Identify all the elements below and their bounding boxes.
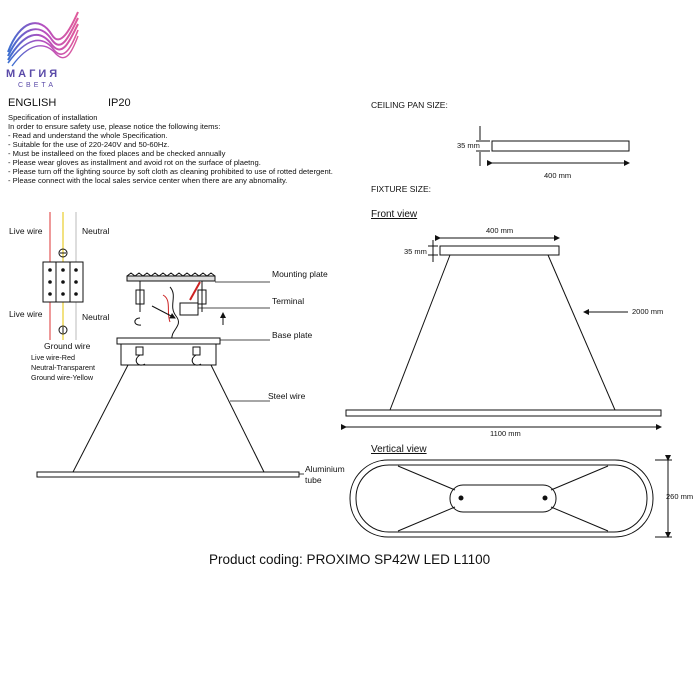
- language-label: ENGLISH: [8, 97, 57, 109]
- steel-wire-label: Steel wire: [268, 391, 306, 401]
- product-coding: Product coding: PROXIMO SP42W LED L1100: [209, 552, 491, 567]
- wire-legend-neutral: Neutral-Transparent: [31, 363, 96, 372]
- front-view-drawing: [341, 235, 662, 430]
- ceiling-pan-width: 400 mm: [544, 171, 572, 180]
- spec-item: - Read and understand the whole Specific…: [8, 131, 168, 140]
- aluminium-tube-line1: Aluminium: [305, 464, 345, 474]
- spec-item: - Must be installeed on the fixed places…: [8, 149, 226, 158]
- fixture-size-title: FIXTURE SIZE:: [371, 184, 431, 194]
- spec-item: - Please turn off the lighting source by…: [8, 167, 333, 176]
- vertical-view-title: Vertical view: [371, 444, 427, 455]
- ceiling-pan-drawing: [476, 126, 630, 166]
- mounting-plate-label: Mounting plate: [272, 269, 328, 279]
- terminal-label: Terminal: [272, 296, 305, 306]
- front-pan-height: 35 mm: [404, 247, 427, 256]
- aluminium-tube-label: Aluminium tube: [305, 464, 345, 486]
- brand-tagline: СВЕТА: [18, 82, 57, 89]
- spec-intro: In order to ensure safety use, please no…: [8, 122, 221, 131]
- wire-legend: Live wire-Red Neutral-Transparent Ground…: [31, 353, 95, 383]
- aluminium-tube-line2: tube: [305, 475, 322, 485]
- vertical-view-drawing: [349, 455, 672, 538]
- fixture-length: 1100 mm: [490, 429, 521, 438]
- cable-length: 2000 mm: [632, 307, 664, 316]
- wire-legend-ground: Ground wire-Yellow: [31, 373, 94, 382]
- spec-item: - Please wear gloves as installment and …: [8, 158, 261, 167]
- wire-legend-live: Live wire-Red: [31, 353, 75, 362]
- brand-logo: [7, 11, 79, 67]
- label-leaders: [198, 281, 304, 475]
- live-wire-label-top: Live wire: [9, 226, 43, 236]
- neutral-label-bottom: Neutral: [82, 312, 110, 322]
- ceiling-pan-title: CEILING PAN SIZE:: [371, 100, 448, 110]
- spec-block: Specification of installation In order t…: [8, 113, 333, 185]
- base-plate-label: Base plate: [272, 330, 313, 340]
- ip-rating: IP20: [108, 97, 131, 109]
- ceiling-pan-height: 35 mm: [457, 141, 480, 150]
- wiring-diagram: [42, 212, 84, 340]
- front-view-title: Front view: [371, 209, 418, 220]
- live-wire-label-bottom: Live wire: [9, 309, 43, 319]
- spec-item: - Please connect with the local sales se…: [8, 176, 288, 185]
- spec-item: - Suitable for the use of 220-240V and 5…: [8, 140, 170, 149]
- brand-name: МАГИЯ: [6, 68, 61, 80]
- front-pan-width: 400 mm: [486, 226, 514, 235]
- ground-wire-label: Ground wire: [44, 341, 91, 351]
- mounting-drawing: [36, 272, 300, 478]
- neutral-label-top: Neutral: [82, 226, 110, 236]
- spec-title: Specification of installation: [8, 113, 98, 122]
- fixture-depth: 260 mm: [666, 492, 694, 501]
